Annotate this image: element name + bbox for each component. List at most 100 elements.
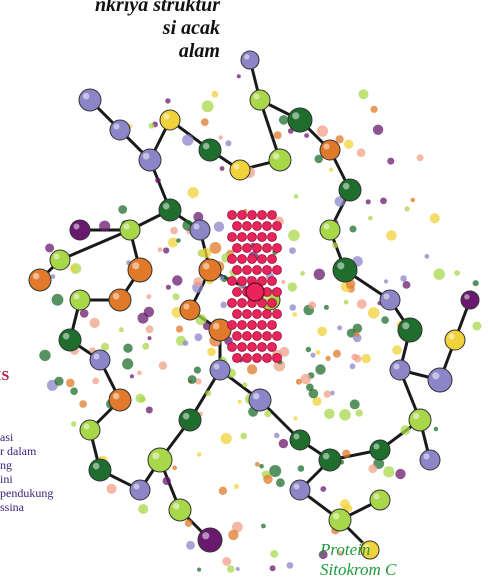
atom-highlight: [112, 292, 120, 300]
backbone-atom: [369, 439, 391, 461]
atom-highlight: [142, 152, 150, 160]
side-chain-atom: [129, 374, 134, 379]
atom-highlight: [202, 262, 210, 270]
heme-atom: [257, 342, 267, 352]
atom-highlight: [132, 262, 140, 270]
heme-atom: [227, 276, 237, 286]
side-chain-atom: [254, 461, 260, 467]
side-chain-atom: [429, 213, 440, 224]
side-chain-atom: [222, 557, 232, 566]
backbone-atom: [158, 198, 182, 222]
atom-highlight: [252, 392, 260, 400]
backbone-atom: [179, 299, 201, 321]
side-chain-atom: [380, 197, 387, 205]
side-chain-atom: [392, 345, 402, 355]
side-chain-atom: [205, 390, 212, 397]
backbone-atom: [69, 219, 91, 241]
side-chain-atom: [424, 254, 430, 259]
backbone-atom: [127, 257, 153, 283]
side-chain-atom: [71, 421, 77, 427]
heme-atom: [262, 309, 272, 319]
side-chain-atom: [349, 225, 357, 233]
atom-highlight: [373, 443, 380, 450]
side-chain-atom: [289, 304, 297, 311]
backbone-atom: [88, 458, 112, 482]
atom-highlight: [202, 532, 210, 540]
backbone-atom: [138, 148, 162, 172]
side-chain-atom: [209, 242, 222, 254]
heme-atom: [272, 287, 282, 297]
top-caption-line-3: alam: [178, 40, 220, 62]
side-chain-atom: [172, 275, 183, 286]
side-chain-atom: [118, 327, 124, 333]
side-chain-atom: [219, 275, 225, 281]
side-chain-atom: [176, 238, 181, 243]
backbone-atom: [289, 429, 311, 451]
atom-highlight: [423, 453, 430, 460]
side-chain-atom: [195, 314, 207, 326]
side-chain-atom: [344, 139, 354, 149]
side-chain-atom: [381, 316, 389, 324]
backbone-atom: [240, 50, 260, 70]
side-chain-atom: [207, 347, 216, 357]
side-chain-atom: [122, 358, 134, 370]
atom-highlight: [213, 363, 220, 370]
heme-atom: [252, 221, 262, 231]
side-chain-atom: [162, 476, 171, 486]
side-chain-atom: [352, 323, 363, 334]
side-chain-atom: [304, 133, 309, 139]
atom-highlight: [183, 303, 190, 310]
heme-atom: [237, 298, 247, 308]
side-chain-atom: [287, 282, 297, 292]
side-chain-atom: [297, 465, 305, 472]
heme-atom: [242, 243, 252, 253]
side-chain-atom: [118, 205, 128, 214]
side-chain-atom: [196, 452, 202, 457]
heme-atom: [247, 210, 257, 220]
backbone-atom: [289, 479, 311, 501]
side-chain-atom: [433, 426, 439, 432]
side-chain-atom: [163, 247, 170, 254]
side-chain-atom: [305, 346, 312, 353]
backbone-atom: [198, 138, 222, 162]
side-chain-atom: [370, 105, 378, 113]
backbone-atom: [268, 148, 292, 172]
side-chain-atom: [89, 317, 100, 328]
side-chain-atom: [472, 321, 482, 331]
side-chain-atom: [279, 346, 290, 357]
atom-highlight: [292, 112, 300, 120]
side-chain-atom: [361, 353, 371, 364]
backbone-atom: [49, 249, 71, 271]
backbone-atom: [119, 219, 141, 241]
side-chain-atom: [269, 465, 282, 477]
side-chain-atom: [404, 206, 410, 212]
backbone-atom: [178, 408, 202, 432]
side-chain-atom: [211, 90, 219, 98]
atom-highlight: [182, 412, 190, 420]
atom-highlight: [364, 544, 370, 550]
side-chain-atom: [157, 247, 163, 253]
heme-atom: [267, 276, 277, 286]
side-chain-atom: [235, 567, 240, 571]
side-chain-atom: [300, 373, 311, 385]
heme-atom: [232, 309, 242, 319]
top-caption: nkriya struktur si acak alam: [0, 0, 220, 63]
atom-highlight: [393, 363, 400, 370]
backbone-atom: [108, 288, 132, 312]
atom-highlight: [402, 322, 410, 330]
side-chain-atom: [323, 390, 331, 398]
side-chain-atom: [383, 279, 389, 284]
side-chain-atom: [66, 378, 75, 388]
atom-highlight: [337, 262, 345, 270]
atom-highlight: [172, 502, 180, 510]
heme-atom: [252, 243, 262, 253]
heme-atom: [227, 320, 237, 330]
atom-highlight: [412, 412, 420, 420]
heme-atom: [272, 353, 282, 363]
heme-atom: [272, 265, 282, 275]
side-chain-atom: [395, 468, 406, 480]
backbone-atom: [208, 318, 232, 342]
side-chain-atom: [220, 432, 232, 445]
backbone-atom: [328, 508, 352, 532]
